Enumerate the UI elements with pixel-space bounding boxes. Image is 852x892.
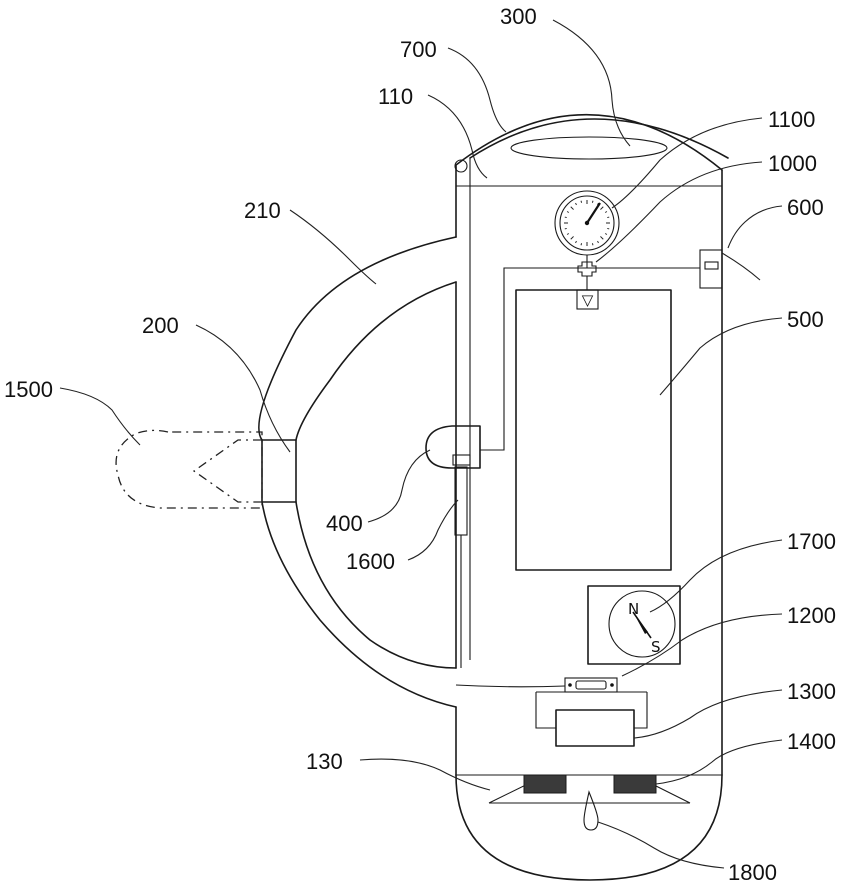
label-1800: 1800 — [728, 860, 777, 885]
label-300: 300 — [500, 4, 537, 29]
label-600: 600 — [787, 195, 824, 220]
label-700: 700 — [400, 37, 437, 62]
outlet-nozzle — [194, 440, 296, 502]
label-1300: 1300 — [787, 679, 836, 704]
label-210: 210 — [244, 198, 281, 223]
label-110: 110 — [378, 84, 413, 109]
pressure-gauge — [555, 191, 619, 268]
gauge-tick — [600, 236, 603, 239]
gauge-tick — [581, 243, 582, 245]
label-1200: 1200 — [787, 603, 836, 628]
compass-south: S — [651, 638, 661, 656]
label-1600: 1600 — [346, 549, 395, 574]
tank-500 — [516, 290, 671, 570]
gauge-tick — [565, 217, 567, 218]
leader-lines — [60, 20, 782, 868]
reference-labels: 300 700 110 1100 1000 210 600 200 500 15… — [4, 4, 836, 885]
gauge-tick — [592, 243, 593, 245]
gauge-tick — [576, 203, 577, 205]
gauge-tick — [598, 241, 599, 243]
gauge-tick — [605, 234, 607, 235]
gauge-tick — [576, 241, 577, 243]
top-lid — [455, 115, 728, 186]
support-block-left — [524, 775, 566, 793]
valve-symbol: ▽ — [582, 291, 594, 309]
module-1300 — [536, 692, 647, 746]
label-1000: 1000 — [768, 151, 817, 176]
gauge-tick — [565, 228, 567, 229]
connector-1200 — [456, 678, 617, 692]
lid-opening — [511, 137, 667, 159]
external-attachment — [116, 430, 262, 508]
label-1700: 1700 — [787, 529, 836, 554]
gauge-tick — [571, 207, 574, 210]
label-400: 400 — [326, 511, 363, 536]
label-1500: 1500 — [4, 377, 53, 402]
gauge-tick — [581, 201, 582, 203]
gauge-tick — [592, 201, 593, 203]
gauge-tick — [600, 207, 603, 210]
gauge-tick — [607, 217, 609, 218]
component-400 — [426, 426, 480, 468]
label-1100: 1100 — [768, 107, 815, 132]
side-handle — [259, 186, 470, 707]
label-130: 130 — [306, 749, 343, 774]
compass-1700: N S — [588, 586, 680, 664]
compass-north: N — [628, 600, 639, 618]
gauge-tick — [571, 236, 574, 239]
support-block-right — [614, 775, 656, 793]
tank-valve: ▽ — [577, 290, 598, 309]
gauge-tick — [605, 212, 607, 213]
drip-1800 — [584, 792, 598, 830]
main-body — [456, 168, 722, 880]
label-1400: 1400 — [787, 729, 836, 754]
gauge-tick — [607, 228, 609, 229]
gauge-tick — [567, 212, 569, 213]
label-500: 500 — [787, 307, 824, 332]
label-200: 200 — [142, 313, 179, 338]
gauge-tick — [567, 234, 569, 235]
